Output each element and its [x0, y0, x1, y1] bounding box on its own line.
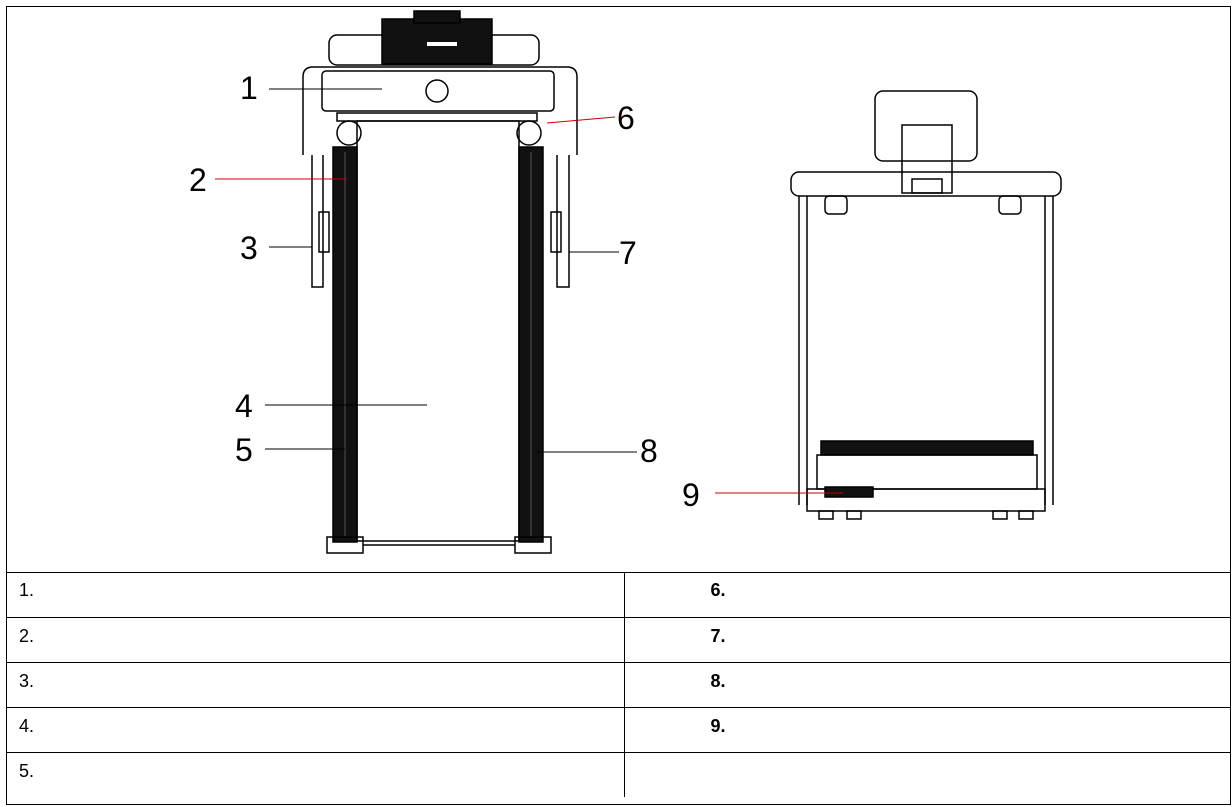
handle-frame — [302, 66, 578, 155]
right-roller — [516, 120, 542, 146]
left-roller — [336, 120, 362, 146]
part-cell: 8. — [623, 661, 1230, 708]
parts-list: 1. 6. 2. 7. 3. 8. 4. 9. 5. — [7, 572, 1230, 797]
rear-foot-c — [992, 510, 1008, 520]
console-display-top — [413, 10, 461, 24]
table-row: 4. 9. — [7, 706, 1230, 753]
rear-foot-d — [1018, 510, 1034, 520]
callout-5: 5 — [235, 432, 253, 468]
rear-top-foot-right — [998, 195, 1022, 215]
table-row: 3. 8. — [7, 661, 1230, 708]
table-row: 1. 6. — [7, 572, 1230, 618]
table-row: 5. — [7, 751, 1230, 797]
rear-deck-top — [820, 440, 1034, 456]
part-cell: 1. — [7, 572, 625, 618]
treadmill-diagram: 1 2 3 4 5 6 7 8 9 — [7, 7, 1230, 573]
parts-table: 1. 6. 2. 7. 3. 8. 4. 9. 5. — [7, 572, 1230, 797]
rear-foot-a — [818, 510, 834, 520]
rear-display — [874, 90, 978, 162]
control-knob — [425, 79, 449, 103]
callout-7: 7 — [619, 235, 637, 271]
running-belt — [356, 120, 520, 542]
right-arm-clamp — [550, 211, 562, 253]
control-panel — [321, 70, 555, 112]
part-cell — [623, 751, 1230, 797]
leader-lines-left — [215, 88, 637, 453]
left-arm-clamp — [318, 211, 330, 253]
table-row: 2. 7. — [7, 616, 1230, 663]
page-frame: 1 2 3 4 5 6 7 8 9 — [6, 6, 1231, 805]
part-cell: 5. — [7, 751, 625, 797]
callout-2: 2 — [189, 162, 207, 198]
diagram-canvas: 1 2 3 4 5 6 7 8 9 — [189, 10, 1062, 554]
console-display — [381, 18, 493, 65]
callout-4: 4 — [235, 388, 253, 424]
treadmill-rear-view — [790, 90, 1062, 520]
callout-6: 6 — [617, 100, 635, 136]
part-cell: 4. — [7, 706, 625, 753]
rear-base — [806, 488, 1046, 512]
rear-display-stand — [901, 124, 953, 194]
rear-deck-body — [816, 454, 1038, 490]
callout-9: 9 — [682, 477, 700, 513]
callout-3: 3 — [240, 230, 258, 266]
rear-top-foot-left — [824, 195, 848, 215]
part-cell: 9. — [623, 706, 1230, 753]
power-switch-panel — [824, 486, 874, 498]
callout-1: 1 — [240, 70, 258, 106]
left-arm — [311, 155, 324, 288]
callout-8: 8 — [640, 433, 658, 469]
part-cell: 6. — [623, 572, 1230, 618]
rear-foot-b — [846, 510, 862, 520]
front-bar — [336, 112, 538, 122]
console-slot — [427, 42, 457, 46]
treadmill-top-view — [302, 10, 578, 554]
rear-top-bar — [790, 171, 1062, 197]
part-cell: 7. — [623, 616, 1230, 663]
part-cell: 2. — [7, 616, 625, 663]
rear-display-clip — [911, 178, 943, 194]
part-cell: 3. — [7, 661, 625, 708]
right-arm — [556, 155, 570, 288]
